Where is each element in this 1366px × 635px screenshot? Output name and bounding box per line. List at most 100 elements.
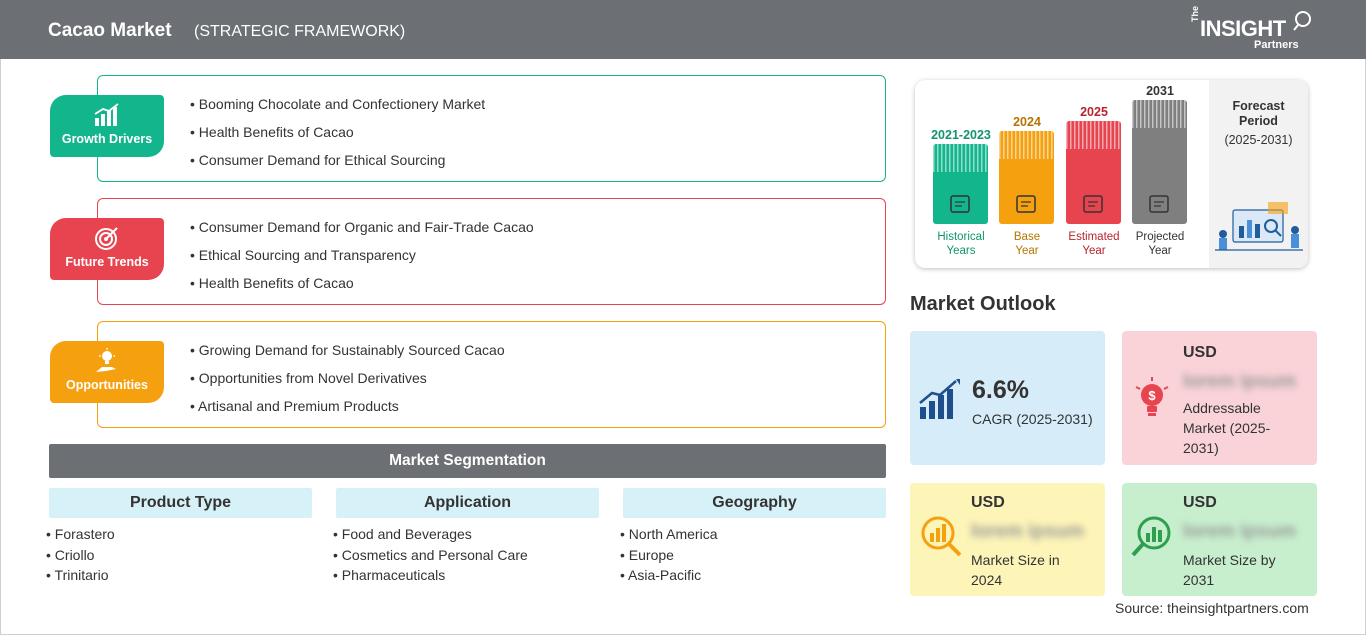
lightbulb-hand-icon <box>96 348 116 372</box>
timeline-year-projected: 2031 <box>1146 84 1174 98</box>
list-item: Pharmaceuticals <box>333 567 599 588</box>
growth-drivers-list: Booming Chocolate and Confectionery Mark… <box>190 96 485 180</box>
list-item: Health Benefits of Cacao <box>190 275 534 303</box>
timeline-label-line: Year <box>1082 245 1106 257</box>
calendar-icon <box>1016 195 1036 213</box>
logo-partners-text: Partners <box>1254 39 1299 51</box>
badge-label: Opportunities <box>66 378 148 392</box>
market-outlook-title: Market Outlook <box>910 293 1056 315</box>
addressable-market-card: $ USD lorem ipsum Addressable Market (20… <box>1122 331 1317 465</box>
list-item: Health Benefits of Cacao <box>190 124 485 152</box>
forecast-title-line: Period <box>1239 114 1278 128</box>
future-trends-badge: Future Trends <box>50 218 164 280</box>
growth-drivers-badge: Growth Drivers <box>50 95 164 157</box>
market-segmentation-bar: Market Segmentation <box>49 444 886 478</box>
addressable-usd: USD <box>1183 344 1217 361</box>
segment-application: Application Food and Beverages Cosmetics… <box>336 488 599 588</box>
opportunities-box: Growing Demand for Sustainably Sourced C… <box>97 321 886 428</box>
list-item: Consumer Demand for Organic and Fair-Tra… <box>190 219 534 247</box>
bar-chart-up-icon <box>94 103 119 126</box>
list-item: Opportunities from Novel Derivatives <box>190 370 505 398</box>
logo-insight-text: INSIGHT <box>1200 16 1286 41</box>
timeline-year-base: 2024 <box>1013 115 1041 129</box>
insight-partners-logo[interactable]: The INSIGHT Partners <box>1188 6 1318 52</box>
addressable-label: Addressable Market (2025-2031) <box>1183 400 1271 456</box>
segment-header: Geography <box>623 488 886 518</box>
future-trends-box: Consumer Demand for Organic and Fair-Tra… <box>97 198 886 305</box>
timeline-label-line: Estimated <box>1068 231 1120 243</box>
timeline-label-line: Historical <box>937 231 985 243</box>
presentation-icon <box>1149 195 1169 213</box>
list-item: Asia-Pacific <box>620 567 886 588</box>
timeline-bar-estimated <box>1066 121 1121 224</box>
addressable-value: lorem ipsum <box>1183 371 1296 392</box>
source-credit: Source: theinsightpartners.com <box>1115 600 1309 616</box>
market-size-2024-card: USD lorem ipsum Market Size in 2024 <box>910 483 1105 596</box>
magnifier-chart-green-icon <box>1131 516 1171 557</box>
list-item: Ethical Sourcing and Transparency <box>190 247 534 275</box>
growth-chart-icon <box>919 379 960 419</box>
list-item: Cosmetics and Personal Care <box>333 547 599 568</box>
magnifier-chart-icon <box>921 516 962 557</box>
analytics-people-icon <box>1215 202 1303 251</box>
badge-label: Future Trends <box>65 255 149 269</box>
timeline-bar-base <box>999 131 1054 224</box>
list-item: Trinitario <box>46 567 312 588</box>
timeline-bar-historical <box>933 144 988 224</box>
gear-chart-icon <box>1083 195 1103 213</box>
opportunities-badge: Opportunities <box>50 341 164 403</box>
list-item: Artisanal and Premium Products <box>190 398 505 426</box>
list-item: Forastero <box>46 526 312 547</box>
size-2031-label: Market Size by 2031 <box>1183 552 1276 588</box>
timeline-bar-projected <box>1132 100 1187 224</box>
svg-text:$: $ <box>1148 388 1156 403</box>
target-icon <box>95 227 118 250</box>
timeline-label-line: Base <box>1013 231 1041 243</box>
segment-product-type: Product Type Forastero Criollo Trinitari… <box>49 488 312 588</box>
forecast-title-line: Forecast <box>1232 99 1285 113</box>
segment-geography: Geography North America Europe Asia-Paci… <box>623 488 886 588</box>
segment-header: Product Type <box>49 488 312 518</box>
cagr-label: CAGR (2025-2031) <box>972 411 1093 427</box>
page-subtitle: (STRATEGIC FRAMEWORK) <box>194 23 406 40</box>
timeline-label-line: Year <box>1148 245 1172 257</box>
list-item: Consumer Demand for Ethical Sourcing <box>190 152 485 180</box>
future-trends-list: Consumer Demand for Organic and Fair-Tra… <box>190 219 534 303</box>
market-size-2031-card: USD lorem ipsum Market Size by 2031 <box>1122 483 1317 596</box>
history-clock-icon <box>950 195 970 213</box>
timeline-label-line: Projected <box>1135 231 1185 243</box>
list-item: Growing Demand for Sustainably Sourced C… <box>190 342 505 370</box>
opportunities-list: Growing Demand for Sustainably Sourced C… <box>190 342 505 426</box>
list-item: Booming Chocolate and Confectionery Mark… <box>190 96 485 124</box>
size-2024-usd: USD <box>971 494 1005 511</box>
header-bar: Cacao Market (STRATEGIC FRAMEWORK) The I… <box>0 0 1366 59</box>
size-2031-usd: USD <box>1183 494 1217 511</box>
timeline-label-line: Year <box>1015 245 1039 257</box>
cagr-value: 6.6% <box>972 376 1029 404</box>
list-item: Europe <box>620 547 886 568</box>
forecast-range: (2025-2031) <box>1224 133 1293 147</box>
cagr-card: 6.6% CAGR (2025-2031) <box>910 331 1105 465</box>
size-2024-value: lorem ipsum <box>971 521 1084 542</box>
timeline-year-historical: 2021-2023 <box>931 128 991 142</box>
logo-the-text: The <box>1190 5 1200 22</box>
badge-label: Growth Drivers <box>61 132 153 146</box>
page-title: Cacao Market <box>48 20 172 41</box>
growth-drivers-box: Booming Chocolate and Confectionery Mark… <box>97 75 886 182</box>
segment-header: Application <box>336 488 599 518</box>
size-2024-label: Market Size in 2024 <box>971 552 1060 588</box>
timeline-label-line: Years <box>946 245 976 257</box>
list-item: Food and Beverages <box>333 526 599 547</box>
timeline-year-estimated: 2025 <box>1080 105 1108 119</box>
size-2031-value: lorem ipsum <box>1183 521 1296 542</box>
list-item: Criollo <box>46 547 312 568</box>
logo-magnifier-icon <box>1293 11 1311 31</box>
lightbulb-dollar-icon: $ <box>1135 377 1169 416</box>
